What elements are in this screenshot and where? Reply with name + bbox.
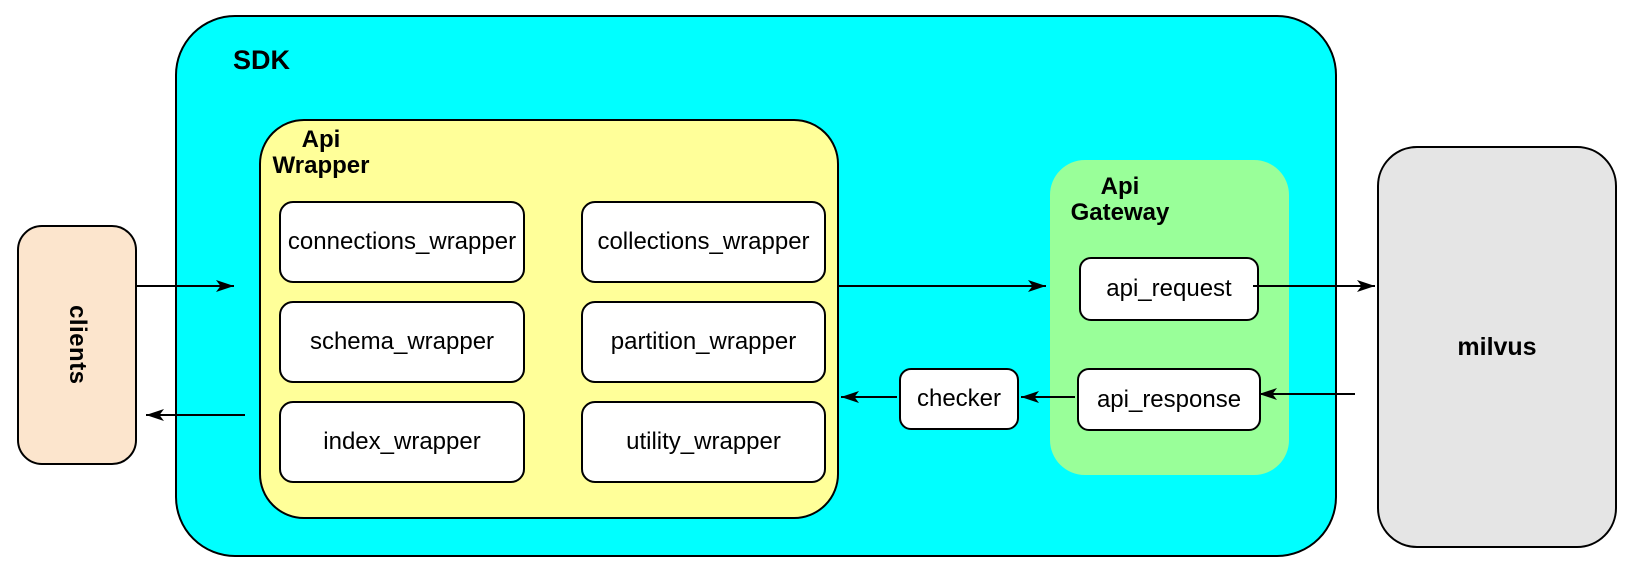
api-response-label: api_response xyxy=(1096,385,1242,413)
api-gateway-label: Api Gateway xyxy=(1070,173,1170,226)
api-response-node: api_response xyxy=(1077,368,1261,431)
milvus-label: milvus xyxy=(1457,332,1537,361)
sdk-container: SDK Api Wrapper connections_wrapper coll… xyxy=(175,15,1337,557)
milvus-node: milvus xyxy=(1377,146,1617,548)
sdk-label: SDK xyxy=(233,45,291,75)
partition-wrapper-label: partition_wrapper xyxy=(610,328,797,355)
api-request-node: api_request xyxy=(1079,257,1259,321)
checker-label: checker xyxy=(916,385,1002,412)
collections-wrapper-node: collections_wrapper xyxy=(581,201,826,283)
utility-wrapper-label: utility_wrapper xyxy=(626,428,781,455)
index-wrapper-label: index_wrapper xyxy=(323,428,481,455)
api-request-label: api_request xyxy=(1106,275,1232,302)
connections-wrapper-label: connections_wrapper xyxy=(287,228,517,255)
utility-wrapper-node: utility_wrapper xyxy=(581,401,826,483)
clients-node: clients xyxy=(17,225,137,465)
collections-wrapper-label: collections_wrapper xyxy=(597,228,810,255)
index-wrapper-node: index_wrapper xyxy=(279,401,525,483)
schema-wrapper-node: schema_wrapper xyxy=(279,301,525,383)
partition-wrapper-node: partition_wrapper xyxy=(581,301,826,383)
api-wrapper-container: Api Wrapper connections_wrapper collecti… xyxy=(259,119,839,519)
api-wrapper-label: Api Wrapper xyxy=(272,126,370,179)
checker-node: checker xyxy=(899,368,1019,430)
api-gateway-container: Api Gateway api_request api_response xyxy=(1050,160,1289,475)
clients-label: clients xyxy=(64,305,91,385)
schema-wrapper-label: schema_wrapper xyxy=(309,328,495,355)
connections-wrapper-node: connections_wrapper xyxy=(279,201,525,283)
